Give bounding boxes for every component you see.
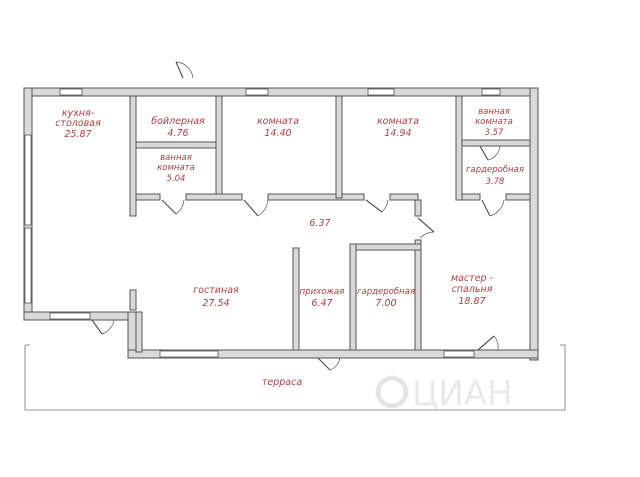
room-label-room1: комната 14.40 xyxy=(257,116,299,139)
room-label-bath2: ванная комната 5.04 xyxy=(157,153,195,184)
kitchen-area: 25.87 xyxy=(64,129,91,140)
room-label-master: мастер - спальня 18.87 xyxy=(451,273,494,307)
terrace-name: терраса xyxy=(262,377,302,388)
hall-area: 6.47 xyxy=(311,298,332,309)
master-name-line1: мастер - xyxy=(451,273,494,284)
room-label-corridor: 6.37 xyxy=(309,218,330,229)
room-label-wardrobe1: гардеробная 3.78 xyxy=(466,165,524,187)
wardrobe1-name: гардеробная xyxy=(466,165,524,175)
master-area: 18.87 xyxy=(458,296,485,307)
watermark: ЦИАН xyxy=(375,374,513,414)
windows xyxy=(24,88,501,358)
kitchen-name-line2: столовая xyxy=(55,118,101,129)
bath2-name-line1: ванная xyxy=(160,153,192,163)
bath2-area: 5.04 xyxy=(167,174,186,184)
watermark-logo-icon xyxy=(375,375,409,409)
room-label-hall: прихожая 6.47 xyxy=(300,287,345,309)
room-label-living: гостиная 27.54 xyxy=(193,285,239,309)
bath2-name-line2: комната xyxy=(157,163,195,173)
room-label-boiler: бойлерная 4.76 xyxy=(151,116,205,139)
corridor-area: 6.37 xyxy=(309,218,330,229)
room-label-wardrobe2: гардеробная 7.00 xyxy=(357,287,415,309)
room-label-bath1: ванная комната 3.57 xyxy=(475,107,513,138)
bath1-name-line1: ванная xyxy=(478,107,510,117)
room1-name: комната xyxy=(257,116,299,127)
hall-name: прихожая xyxy=(300,287,345,297)
room1-area: 14.40 xyxy=(264,128,291,139)
room2-area: 14.94 xyxy=(384,128,411,139)
interior-walls xyxy=(129,95,531,353)
room-label-kitchen: кухня- столовая 25.87 xyxy=(55,108,101,140)
wardrobe1-area: 3.78 xyxy=(486,177,506,187)
living-name: гостиная xyxy=(193,285,239,296)
kitchen-name-line1: кухня- xyxy=(62,108,95,119)
wardrobe2-name: гардеробная xyxy=(357,287,415,297)
terrace-label: терраса xyxy=(262,377,302,388)
master-name-line2: спальня xyxy=(452,284,493,295)
wardrobe2-area: 7.00 xyxy=(375,298,396,309)
bath1-area: 3.57 xyxy=(485,128,505,138)
room-label-room2: комната 14.94 xyxy=(377,116,419,139)
boiler-name: бойлерная xyxy=(151,116,205,127)
room2-name: комната xyxy=(377,116,419,127)
boiler-area: 4.76 xyxy=(167,128,188,139)
living-area: 27.54 xyxy=(202,298,229,309)
bath1-name-line2: комната xyxy=(475,117,513,127)
watermark-text: ЦИАН xyxy=(412,374,513,414)
doors xyxy=(91,61,505,371)
terrace-outline xyxy=(24,344,566,411)
